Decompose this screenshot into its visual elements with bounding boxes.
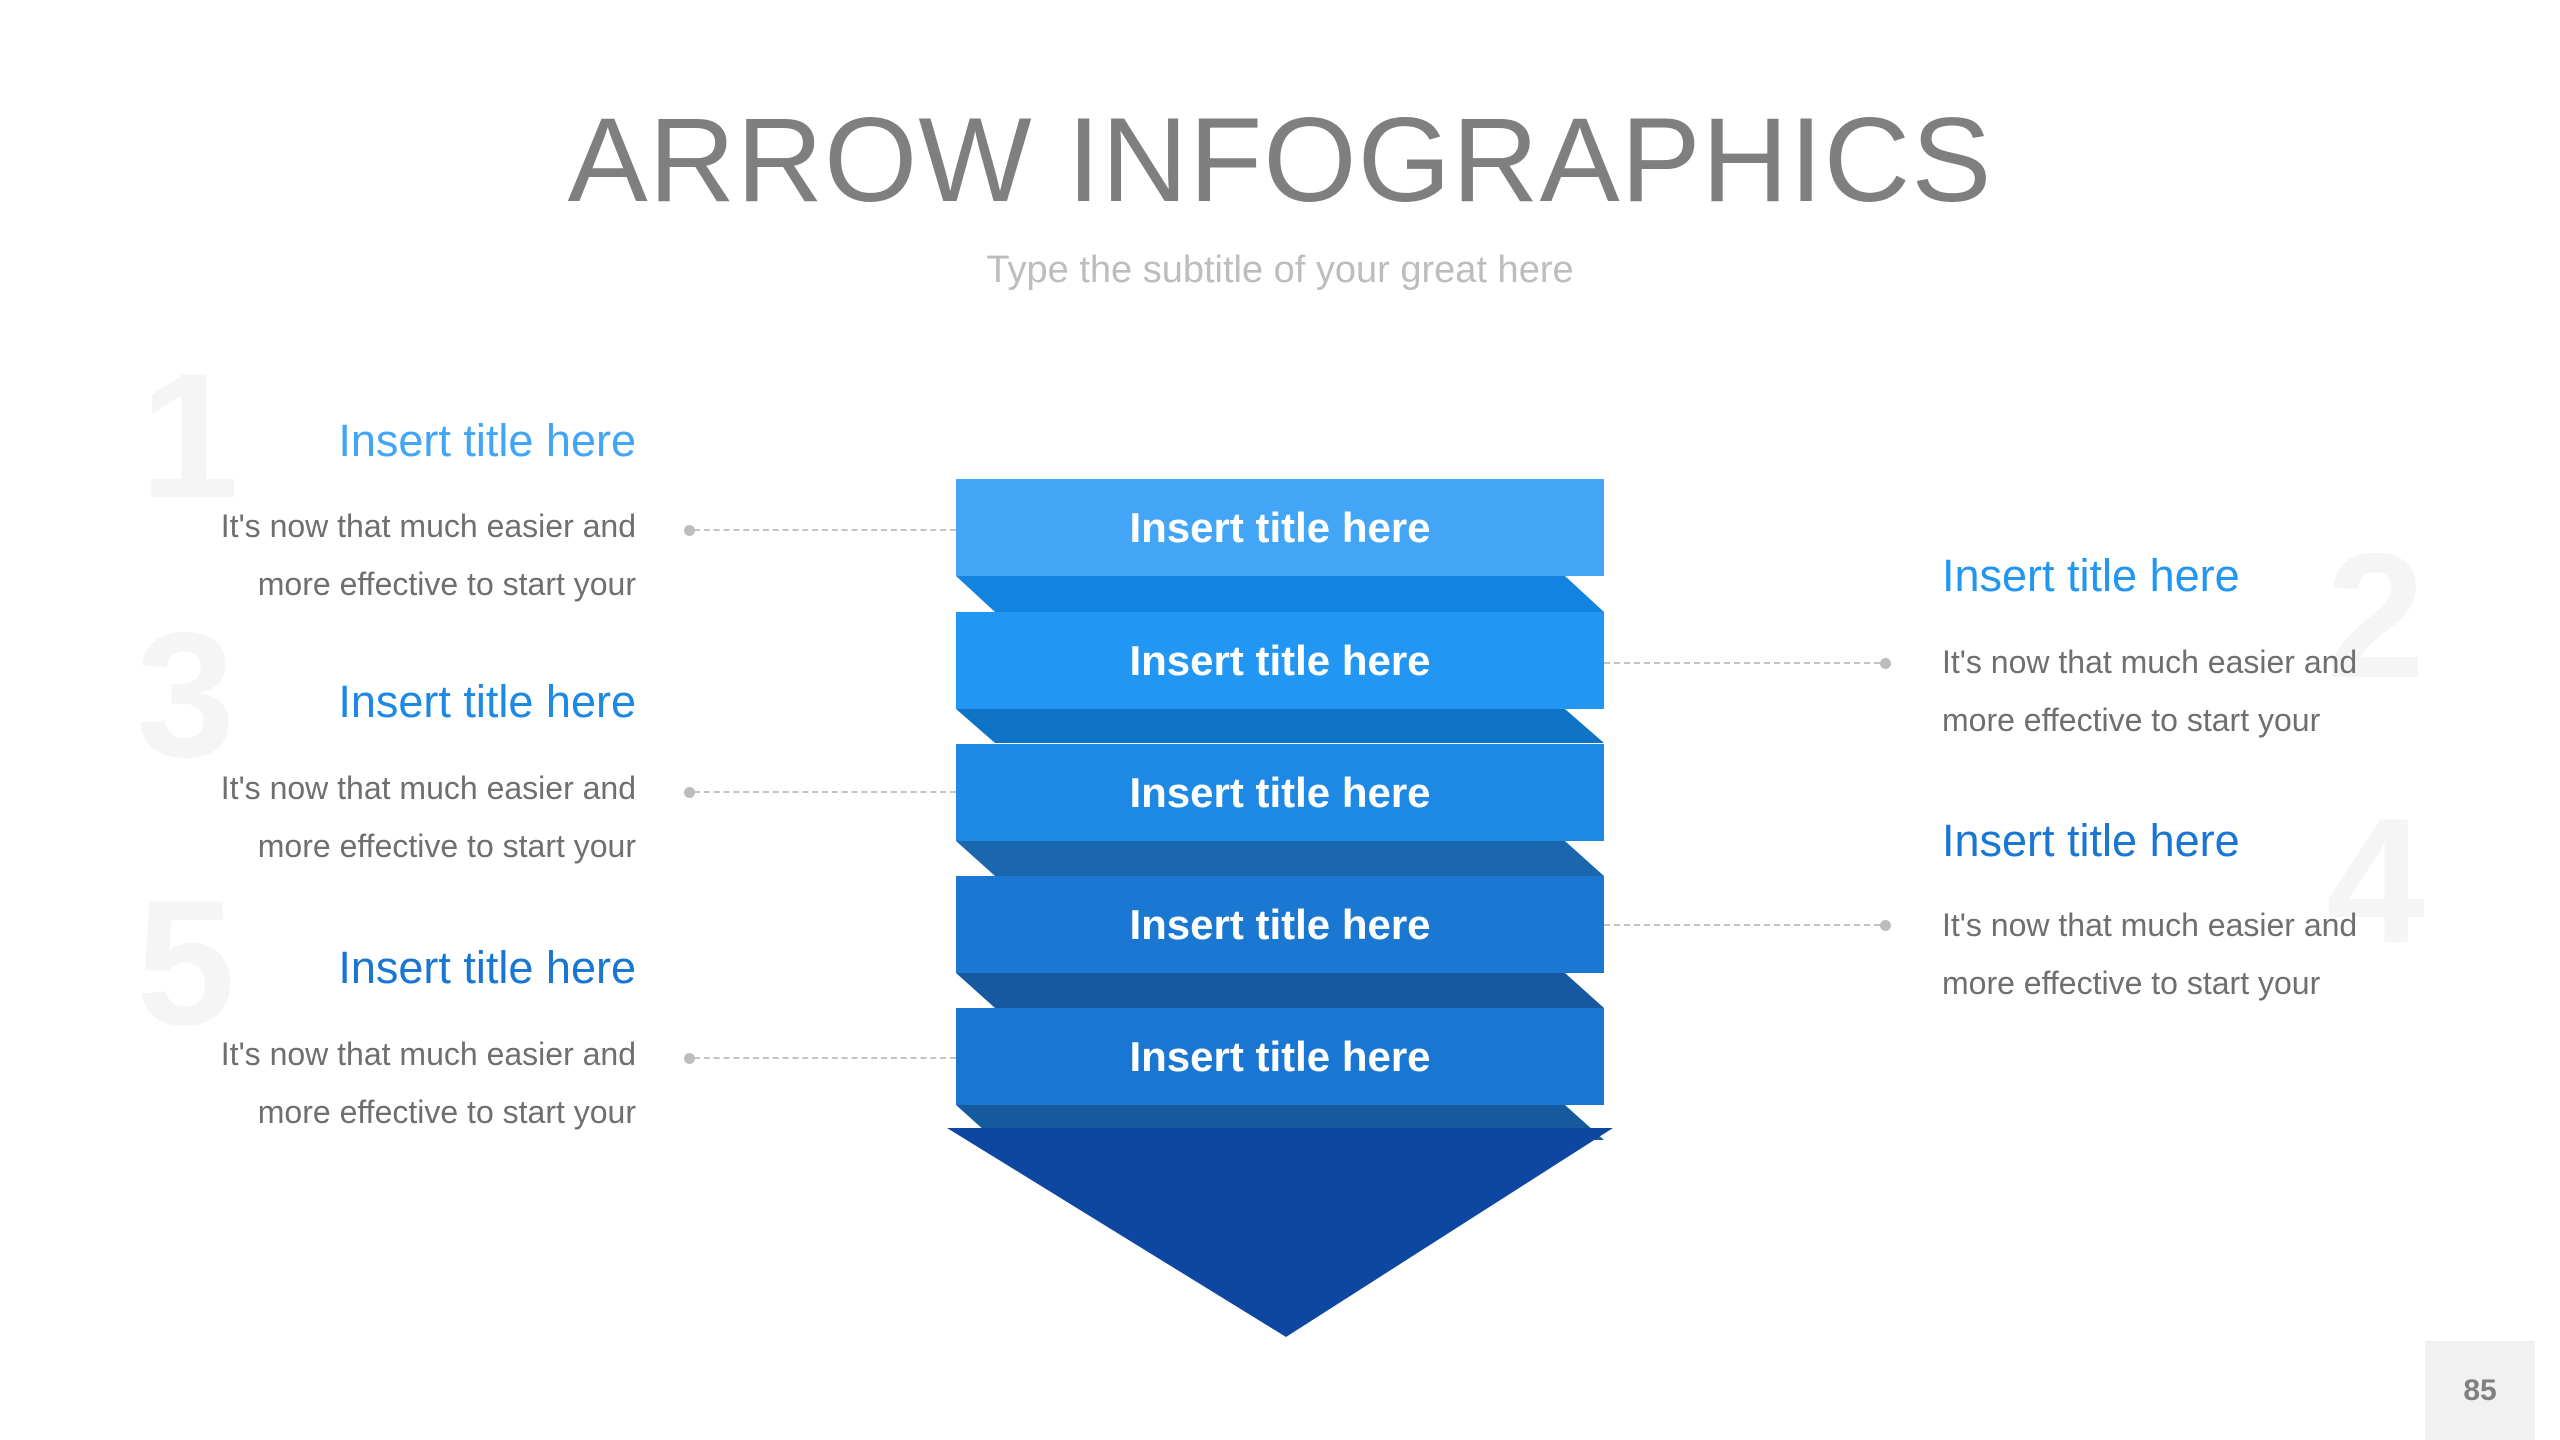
fold-4 xyxy=(956,973,1604,1008)
item-number-5: 5 xyxy=(136,863,235,1062)
item-body-4-line-1: It's now that much easier and xyxy=(1942,907,2358,943)
item-number-4: 4 xyxy=(2326,781,2425,980)
connector-dot-3 xyxy=(684,787,695,798)
item-title-1: Insert title here xyxy=(338,415,636,466)
item-number-3: 3 xyxy=(136,595,235,794)
arrow-band-4: Insert title here xyxy=(956,876,1604,973)
connector-line-5 xyxy=(694,1057,956,1059)
arrow-band-1: Insert title here xyxy=(956,479,1604,576)
item-body-2-line-2: more effective to start your xyxy=(1942,702,2321,738)
item-body-3-line-2: more effective to start your xyxy=(257,828,636,864)
arrow-band-5: Insert title here xyxy=(956,1008,1604,1105)
connector-dot-1 xyxy=(684,525,695,536)
item-title-5: Insert title here xyxy=(338,942,636,993)
connector-dot-4 xyxy=(1880,920,1891,931)
connector-line-2 xyxy=(1604,662,1880,664)
item-body-4-line-2: more effective to start your xyxy=(1942,965,2321,1001)
fold-1 xyxy=(956,576,1604,612)
item-body-5-line-2: more effective to start your xyxy=(257,1094,636,1130)
connector-line-3 xyxy=(694,791,956,793)
item-title-2: Insert title here xyxy=(1942,550,2240,601)
connector-line-4 xyxy=(1604,924,1880,926)
item-number-1: 1 xyxy=(140,336,239,535)
item-body-1-line-2: more effective to start your xyxy=(257,566,636,602)
item-number-2: 2 xyxy=(2326,516,2425,715)
arrow-head xyxy=(947,1128,1613,1337)
page-title: ARROW INFOGRAPHICS xyxy=(567,93,1993,227)
fold-2 xyxy=(956,709,1604,743)
connector-line-1 xyxy=(694,529,956,531)
connector-dot-5 xyxy=(684,1053,695,1064)
fold-3 xyxy=(956,841,1604,876)
arrow-band-2: Insert title here xyxy=(956,612,1604,709)
arrow-band-3: Insert title here xyxy=(956,744,1604,841)
connector-dot-2 xyxy=(1880,658,1891,669)
item-body-2-line-1: It's now that much easier and xyxy=(1942,644,2358,680)
item-body-3-line-1: It's now that much easier and xyxy=(220,770,636,806)
page-number: 85 xyxy=(2425,1341,2535,1440)
item-body-5-line-1: It's now that much easier and xyxy=(220,1036,636,1072)
page-subtitle: Type the subtitle of your great here xyxy=(986,249,1574,291)
item-title-3: Insert title here xyxy=(338,676,636,727)
item-body-1-line-1: It's now that much easier and xyxy=(220,508,636,544)
item-title-4: Insert title here xyxy=(1942,815,2240,866)
